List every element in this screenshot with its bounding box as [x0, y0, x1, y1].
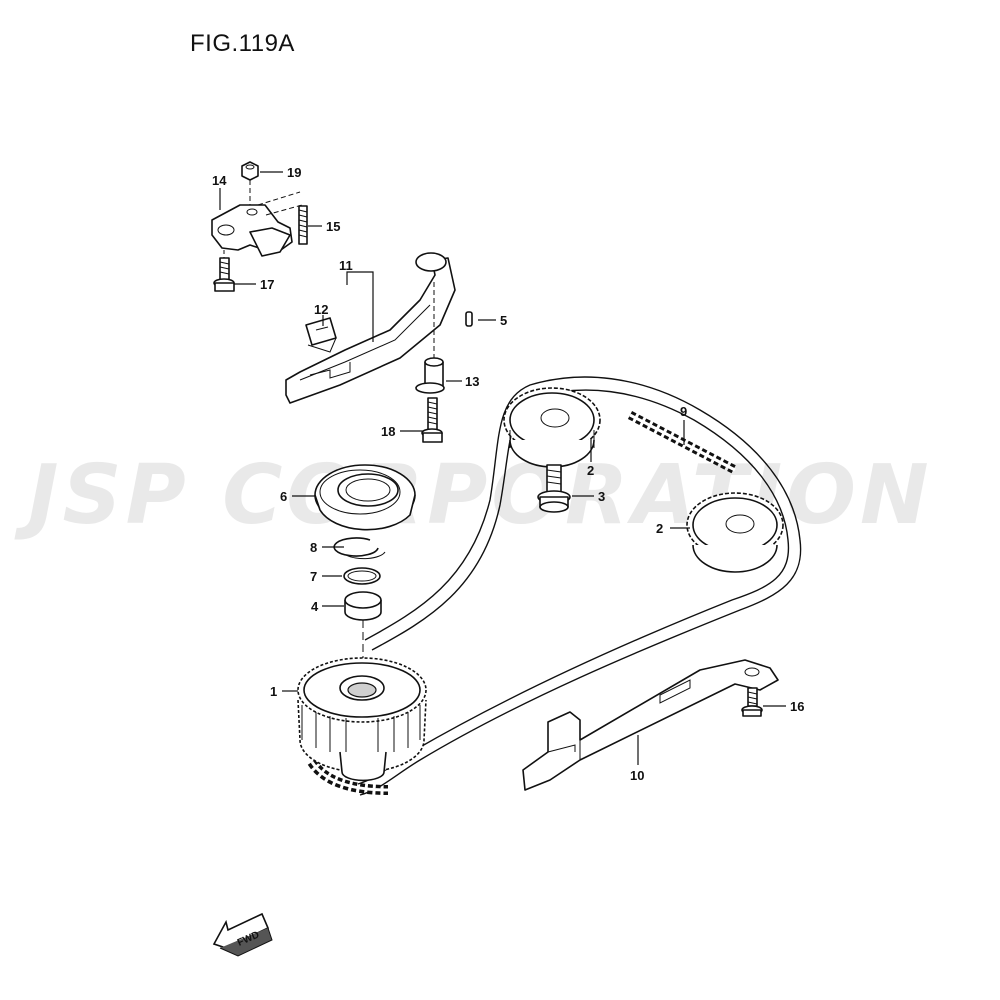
callout-15: 15 — [326, 219, 340, 234]
cam-sprocket-lower — [686, 492, 784, 573]
callout-8: 8 — [310, 540, 317, 555]
callout-16: 16 — [790, 699, 804, 714]
callout-3: 3 — [598, 489, 605, 504]
timing-chain-loop — [357, 376, 802, 796]
fwd-arrow: FWD — [212, 912, 273, 957]
circlip — [333, 537, 386, 560]
callout-numbers: 1 2 2 3 4 5 6 7 8 9 10 11 12 13 14 15 16… — [212, 165, 804, 783]
bushing — [344, 591, 382, 660]
callout-4: 4 — [311, 599, 319, 614]
pivot-collar — [415, 357, 445, 394]
callout-1: 1 — [270, 684, 277, 699]
callout-18: 18 — [381, 424, 395, 439]
cam-sprocket-upper — [503, 387, 601, 468]
callout-6: 6 — [280, 489, 287, 504]
chain-link-segment — [307, 411, 738, 795]
tensioner-stud — [298, 205, 308, 245]
callout-11: 11 — [339, 258, 353, 273]
figure-title: FIG.119A — [190, 30, 295, 57]
callout-2-upper: 2 — [587, 463, 594, 478]
callout-5: 5 — [500, 313, 507, 328]
dowel-pin — [465, 311, 473, 327]
o-ring — [343, 567, 381, 585]
leader-lines — [219, 171, 786, 765]
pivot-bolt — [421, 397, 443, 443]
callout-2-lower: 2 — [656, 521, 663, 536]
tensioner-bolt — [213, 257, 235, 292]
sprocket-bolt — [537, 464, 571, 513]
tensioner-pad — [305, 317, 337, 353]
tensioner-guide — [285, 252, 456, 404]
bearing — [314, 464, 416, 531]
tensioner-nut — [241, 161, 259, 181]
guide-bolt — [741, 687, 763, 717]
callout-19: 19 — [287, 165, 301, 180]
callout-13: 13 — [465, 374, 479, 389]
callout-7: 7 — [310, 569, 317, 584]
callout-14: 14 — [212, 173, 227, 188]
callout-10: 10 — [630, 768, 644, 783]
callout-9: 9 — [680, 404, 687, 419]
callout-12: 12 — [314, 302, 328, 317]
crank-gear — [297, 657, 427, 782]
chain-tensioner — [211, 204, 293, 257]
callout-17: 17 — [260, 277, 274, 292]
alignment-lines — [223, 180, 435, 358]
chain-guide — [522, 659, 779, 791]
